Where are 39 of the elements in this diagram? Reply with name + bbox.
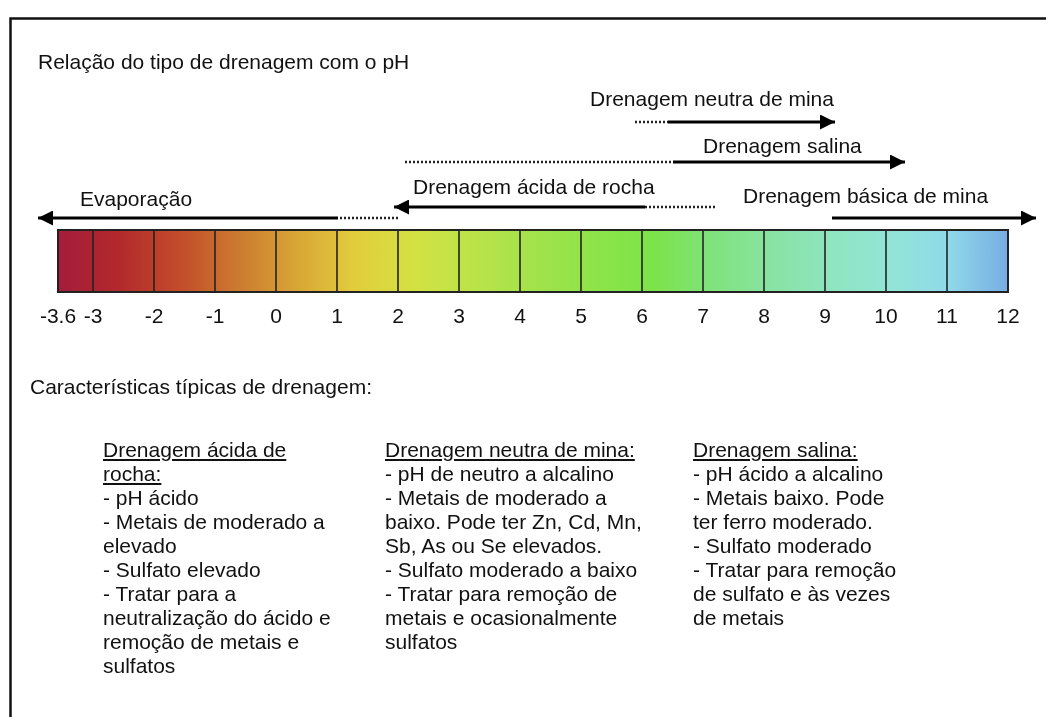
tick-label: -1 [205, 304, 225, 329]
column-heading: Drenagem ácida de rocha: [103, 438, 288, 486]
bullet-item: - pH ácido a alcalino [693, 462, 885, 486]
bullet-item: - Metais de moderado a elevado [103, 510, 326, 558]
bullet-item: - Sulfato moderado [693, 534, 873, 558]
range-label: Drenagem neutra de mina [590, 87, 834, 112]
bullet-item: - Tratar para remoção de sulfato e às vezes de metais [693, 558, 898, 630]
tick-label: -3 [83, 304, 103, 329]
tick-label: 12 [996, 304, 1020, 329]
tick-label: 6 [636, 304, 648, 329]
bullet-item: - pH ácido [103, 486, 200, 510]
tick-label: 8 [758, 304, 770, 329]
tick-label: 11 [936, 304, 958, 329]
tick-label: 4 [514, 304, 526, 329]
bullet-item: - Metais baixo. Pode ter ferro moderado. [693, 486, 886, 534]
range-label: Drenagem ácida de rocha [413, 175, 655, 200]
column-heading: Drenagem salina: [693, 438, 859, 462]
bullet-item: - Sulfato elevado [103, 558, 262, 582]
bullet-item: - Tratar para a neutralização do ácido e remoção de metais e sulfatos [103, 582, 332, 678]
tick-label: -2 [144, 304, 164, 329]
tick-label: 10 [874, 304, 898, 329]
tick-label: 9 [819, 304, 831, 329]
tick-label: 1 [331, 304, 343, 329]
title: Relação do tipo de drenagem com o pH [38, 50, 410, 75]
bullet-item: - pH de neutro a alcalino [385, 462, 615, 486]
tick-label: 5 [575, 304, 587, 329]
bullet-item: - Tratar para remoção de metais e ocasionalmente sulfatos [385, 582, 619, 654]
bullet-item: - Metais de moderado a baixo. Pode ter Zn, Cd, Mn, Sb, As ou Se elevados. [385, 486, 643, 558]
column-heading: Drenagem neutra de mina: [385, 438, 636, 462]
range-label: Drenagem básica de mina [743, 184, 989, 209]
tick-label: -3.6 [39, 304, 77, 329]
bullet-item: - Sulfato moderado a baixo [385, 558, 639, 582]
range-label: Drenagem salina [703, 134, 862, 159]
tick-label: 2 [392, 304, 404, 329]
tick-label: 0 [270, 304, 282, 329]
tick-label: 3 [453, 304, 465, 329]
tick-label: 7 [697, 304, 709, 329]
section-heading: Características típicas de drenagem: [30, 375, 372, 400]
range-label: Evaporação [80, 187, 193, 212]
